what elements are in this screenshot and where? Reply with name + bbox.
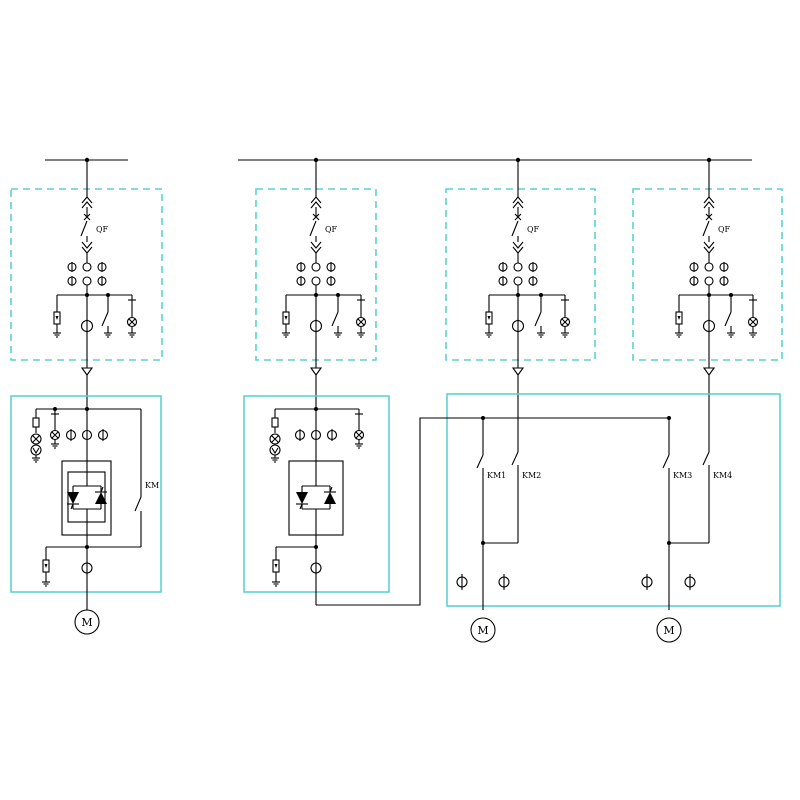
contactor-group: KM1 KM2 KM3 KM4 bbox=[456, 418, 732, 610]
current-transformers-1 bbox=[67, 262, 107, 295]
current-transformers-4 bbox=[689, 262, 729, 295]
panel-incoming-3 bbox=[445, 188, 596, 361]
contactor-label-km4: KM4 bbox=[713, 471, 732, 480]
motor-label: M bbox=[477, 624, 488, 637]
contactor-label-km1: KM1 bbox=[487, 471, 506, 480]
panel-soft-starter-1 bbox=[10, 395, 162, 593]
soft-starter-2 bbox=[269, 407, 671, 606]
breaker-label: QF bbox=[527, 225, 540, 234]
aux-branch-1 bbox=[53, 293, 138, 338]
breaker-assembly-2: QF bbox=[309, 160, 338, 263]
breaker-label: QF bbox=[325, 225, 338, 234]
contactor-label-km2: KM2 bbox=[522, 471, 541, 480]
aux-branch-4 bbox=[675, 293, 759, 338]
breaker-assembly-4: QF bbox=[702, 160, 731, 263]
breaker-label: QF bbox=[96, 225, 109, 234]
contactor-label-km3: KM3 bbox=[673, 471, 692, 480]
panel-incoming-4 bbox=[632, 188, 783, 361]
motor-label: M bbox=[663, 624, 674, 637]
soft-starter-1: KM bbox=[30, 407, 159, 610]
aux-branch-3 bbox=[485, 293, 571, 338]
current-transformers-3 bbox=[498, 262, 538, 295]
motor-1: M bbox=[74, 609, 100, 635]
feeder-ct-2 bbox=[309, 295, 323, 409]
breaker-assembly-3: QF bbox=[511, 160, 540, 263]
feeder-ct-3 bbox=[511, 295, 525, 452]
feeder-ct-1 bbox=[80, 295, 94, 409]
motor-3: M bbox=[656, 617, 682, 643]
panel-contactors bbox=[446, 393, 781, 607]
current-transformers-2 bbox=[296, 262, 336, 295]
contactor-label-km: KM bbox=[145, 481, 159, 490]
aux-branch-2 bbox=[282, 293, 367, 338]
feeder-ct-4 bbox=[702, 295, 716, 452]
breaker-assembly-1: QF bbox=[80, 160, 109, 263]
breaker-label: QF bbox=[718, 225, 731, 234]
motor-label: M bbox=[81, 616, 92, 629]
motor-2: M bbox=[470, 617, 496, 643]
